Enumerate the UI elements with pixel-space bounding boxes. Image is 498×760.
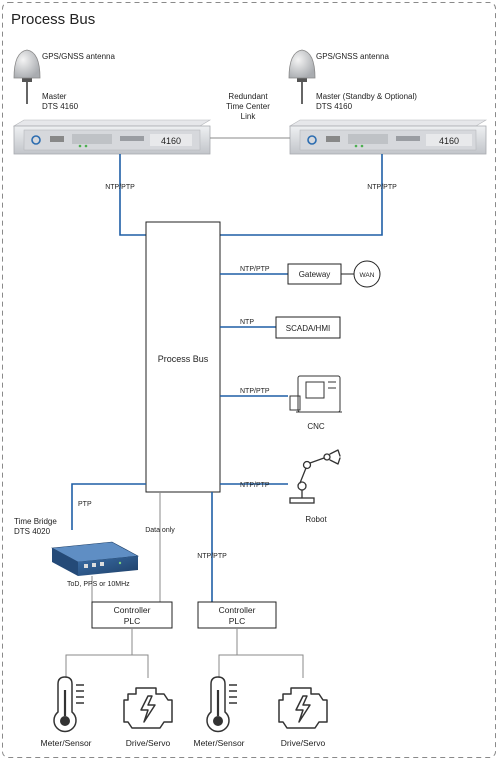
master-1-antenna bbox=[13, 49, 41, 104]
engine-drive-icon bbox=[278, 687, 328, 729]
cnc-protocol: NTP/PTP bbox=[240, 388, 270, 395]
plc-1-branch-right bbox=[132, 654, 149, 678]
gateway-protocol: NTP/PTP bbox=[240, 266, 270, 273]
redundant-link-label-1: Redundant bbox=[228, 92, 268, 101]
page-title: Process Bus bbox=[11, 11, 95, 28]
cnc-label: CNC bbox=[307, 422, 325, 431]
time-bridge-input-label: PTP bbox=[78, 501, 92, 508]
thermometer-sensor-icon bbox=[206, 676, 237, 733]
controller-plc-2-box bbox=[197, 601, 277, 629]
engine-drive-icon bbox=[123, 687, 173, 729]
time-bridge-model: DTS 4020 bbox=[14, 527, 51, 536]
master-2-display: 4160 bbox=[439, 136, 459, 146]
controller-1-line2: PLC bbox=[124, 616, 141, 626]
gps-antenna-icon bbox=[13, 49, 41, 79]
scada-protocol: NTP bbox=[240, 319, 254, 326]
master-2-link bbox=[220, 154, 383, 236]
time-bridge-output-label: ToD, PPS or 10MHz bbox=[67, 581, 130, 588]
master-1-display: 4160 bbox=[161, 136, 181, 146]
wan-cloud-icon bbox=[353, 260, 381, 288]
master-1-link-label: NTP/PTP bbox=[105, 184, 135, 191]
master-2-role: Master (Standby & Optional) bbox=[316, 92, 417, 101]
master-2-antenna bbox=[288, 49, 316, 104]
field-device-2-label: Drive/Servo bbox=[126, 738, 171, 748]
master-1-model: DTS 4160 bbox=[42, 102, 79, 111]
redundant-link-label-2: Time Center bbox=[226, 102, 270, 111]
time-bridge-name: Time Bridge bbox=[14, 517, 57, 526]
robot-protocol: NTP/PTP bbox=[240, 482, 270, 489]
robot-arm-icon bbox=[289, 449, 341, 504]
gps-antenna-icon bbox=[288, 49, 316, 79]
plc-2-branch-right bbox=[237, 654, 304, 678]
master-1-device: 4160 bbox=[12, 119, 212, 155]
field-device-4-label: Drive/Servo bbox=[281, 738, 326, 748]
master-2-link-label: NTP/PTP bbox=[367, 184, 397, 191]
plc-2-link-label: NTP/PTP bbox=[197, 553, 227, 560]
data-only-label: Data only bbox=[145, 527, 175, 534]
master-2-model: DTS 4160 bbox=[316, 102, 353, 111]
robot-label: Robot bbox=[305, 515, 327, 524]
thermometer-sensor-icon bbox=[53, 676, 84, 733]
process-bus-label: Process Bus bbox=[158, 354, 209, 364]
plc-2-branch bbox=[218, 628, 238, 678]
scada-label: SCADA/HMI bbox=[286, 324, 330, 333]
master-1-link bbox=[119, 154, 146, 236]
process-bus-box bbox=[145, 221, 221, 493]
master-1-antenna-label: GPS/GNSS antenna bbox=[42, 52, 115, 61]
master-2-device: 4160 bbox=[288, 119, 488, 155]
master-2-antenna-label: GPS/GNSS antenna bbox=[316, 52, 389, 61]
master-1-role: Master bbox=[42, 92, 67, 101]
controller-2-line1: Controller bbox=[219, 605, 256, 615]
scada-box bbox=[275, 316, 341, 339]
time-bridge-device bbox=[50, 541, 140, 576]
cnc-machine-icon bbox=[289, 375, 342, 413]
field-device-3-label: Meter/Sensor bbox=[193, 738, 244, 748]
controller-2-line2: PLC bbox=[229, 616, 246, 626]
redundant-link-label-3: Link bbox=[241, 112, 257, 121]
plc-1-branch bbox=[65, 628, 133, 678]
controller-1-line1: Controller bbox=[114, 605, 151, 615]
wan-label: WAN bbox=[360, 272, 375, 279]
field-device-1-label: Meter/Sensor bbox=[40, 738, 91, 748]
gateway-label: Gateway bbox=[299, 270, 331, 279]
time-bridge-link bbox=[71, 483, 146, 530]
